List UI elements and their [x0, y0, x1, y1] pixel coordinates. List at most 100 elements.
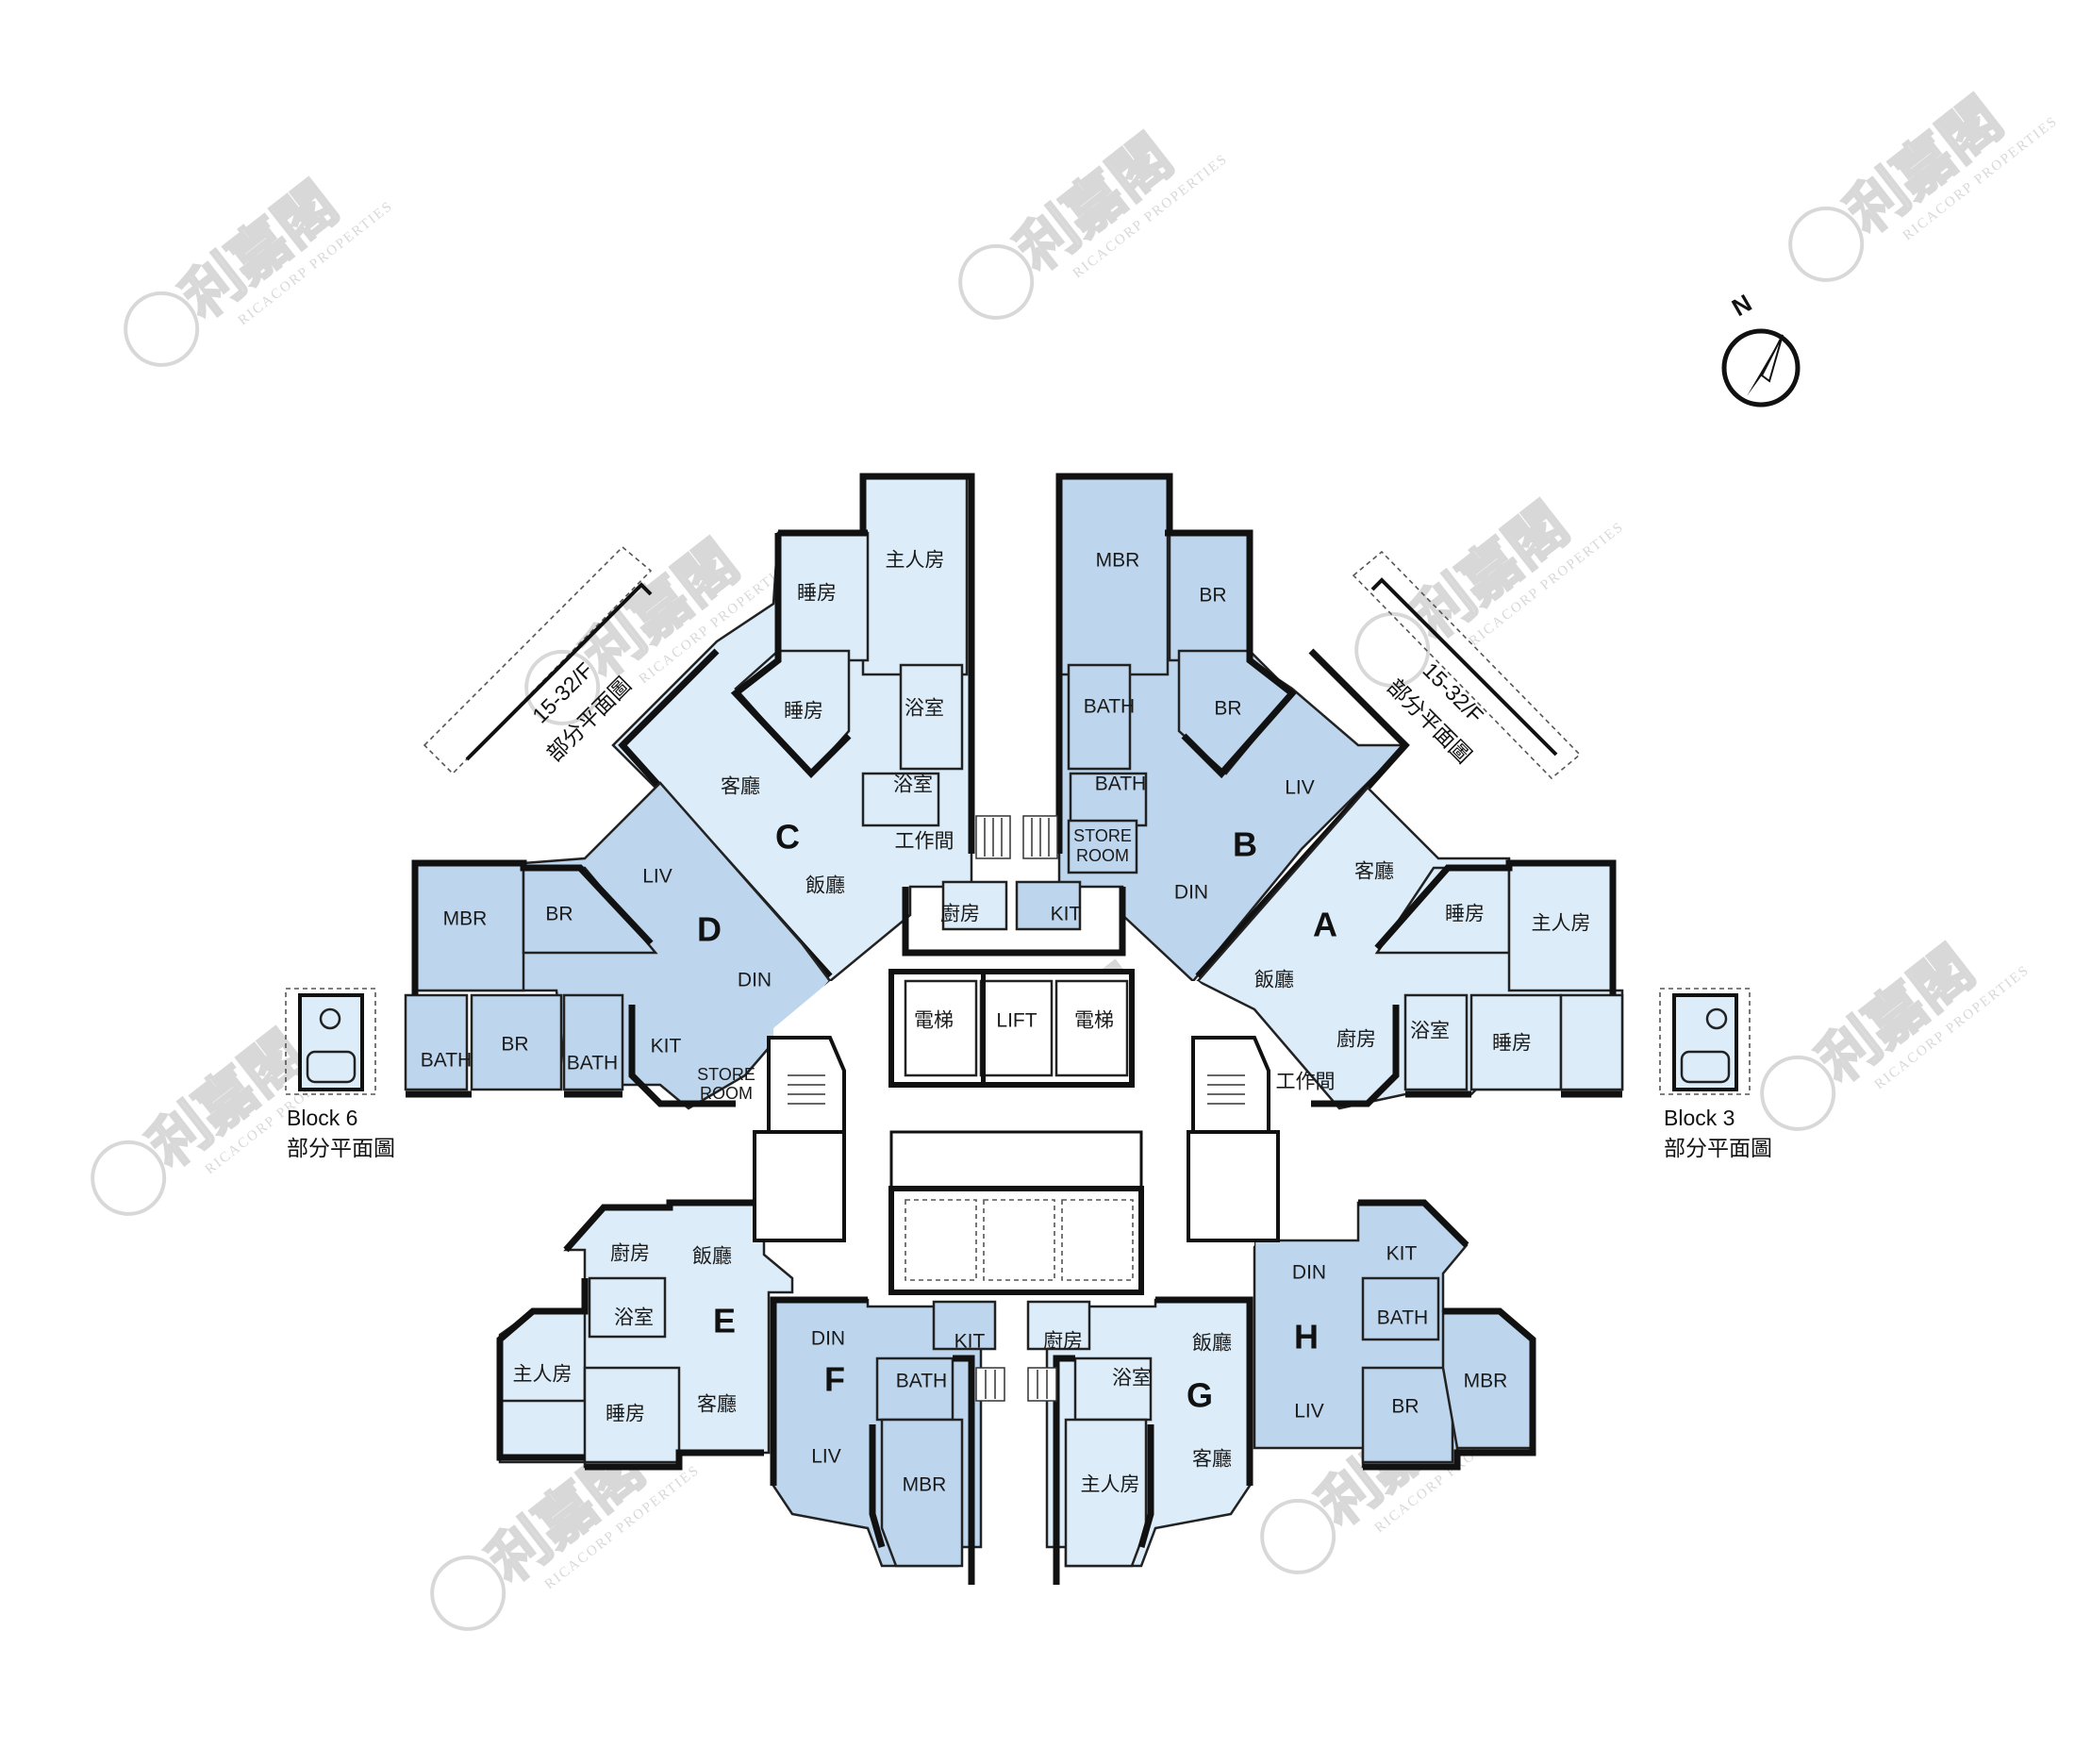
unit-g-bath-room: [1073, 1356, 1153, 1422]
lift-car-left: [904, 979, 978, 1077]
unit-b-kitchen-label: KIT: [1051, 904, 1082, 925]
ricacorp-logo-icon: [91, 1140, 167, 1216]
unit-e-dining-label: 飯廳: [692, 1246, 732, 1268]
unit-d-br2-label: BR: [501, 1034, 528, 1056]
unit-d-din-label: DIN: [738, 970, 772, 991]
unit-f-kitchen-label: KIT: [954, 1331, 986, 1353]
unit-f-bath-label: BATH: [896, 1371, 947, 1392]
wall: [1374, 859, 1617, 995]
unit-d-bath1-room: [404, 993, 469, 1091]
unit-a-br2-label: 睡房: [1492, 1033, 1532, 1055]
unit-f-kitchen: [932, 1300, 997, 1351]
unit-c-bath2-room: [861, 772, 940, 827]
basin-icon: [319, 1007, 341, 1030]
stair-left: [767, 1036, 846, 1134]
unit-f-letter: F: [824, 1360, 845, 1399]
balcony-grille: [975, 815, 1058, 859]
unit-a: 客廳 睡房 主人房 A 飯廳 廚房 浴室 睡房 工作間: [1195, 786, 1624, 1110]
compass-ring: [1721, 328, 1801, 408]
unit-g-mbr-label: 主人房: [1081, 1474, 1140, 1496]
unit-d-store-label: STORE: [697, 1065, 755, 1084]
watermark: 利嘉閣 RICACORP PROPERTIES: [958, 125, 1231, 320]
partial-plan-outline: [423, 545, 653, 775]
unit-c-dining-label: 飯廳: [805, 875, 845, 897]
unit-e-living-label: 客廳: [697, 1394, 737, 1416]
unit-h-din-label: DIN: [1292, 1262, 1326, 1284]
unit-a-work-label: 工作間: [1276, 1072, 1336, 1093]
unit-e: 廚房 飯廳 浴室 E 主人房 睡房 客廳: [496, 1199, 794, 1471]
lift-car-right: [1054, 979, 1129, 1077]
unit-e-bath-label: 浴室: [614, 1307, 654, 1329]
north-compass: N: [1721, 289, 1801, 408]
ricacorp-logo-icon: [1760, 1055, 1836, 1131]
wall: [496, 1278, 589, 1461]
unit-h-mbr-label: MBR: [1464, 1371, 1508, 1392]
unit-b-store-label: STORE: [1073, 826, 1132, 845]
lift-left-label: 電梯: [914, 1010, 954, 1032]
ricacorp-logo-icon: [430, 1555, 506, 1631]
unit-a-br-label: 睡房: [1445, 904, 1485, 925]
bathtub-icon: [1680, 1050, 1731, 1084]
balcony-grille-lower: [975, 1367, 1057, 1402]
unit-d-bath2-room: [562, 993, 624, 1091]
unit-b-store: [1067, 819, 1138, 874]
ricacorp-logo-icon: [124, 291, 200, 367]
lift-shaft-3: [1061, 1199, 1134, 1281]
unit-b-br2-label: BR: [1214, 698, 1241, 720]
partial-plan-outline: [1352, 550, 1582, 780]
unit-f-mbr-label: MBR: [903, 1474, 947, 1496]
lift-shaft-2: [983, 1199, 1055, 1281]
wall: [1165, 529, 1298, 779]
unit-b-bath2-label: BATH: [1095, 774, 1146, 795]
ricacorp-logo-icon: [1354, 611, 1431, 688]
north-arrow-icon: [1747, 335, 1783, 396]
unit-c-mbr-label: 主人房: [886, 550, 945, 572]
block6-caption: 部分平面圖: [287, 1136, 395, 1160]
unit-b: MBR BR BR BATH BATH LIV B STORE ROOM DIN…: [1015, 473, 1410, 983]
wall: [628, 1005, 736, 1107]
unit-d-br2-room: [470, 993, 563, 1091]
wall: [953, 1355, 975, 1585]
unit-g-living-label: 客廳: [1192, 1449, 1232, 1471]
unit-c-bath1-room: [899, 663, 964, 771]
unit-h: DIN KIT BATH H BR MBR LIV: [1253, 1199, 1536, 1471]
unit-a-mbr-room: [1507, 861, 1615, 992]
unit-a-kitchen-label: 廚房: [1336, 1029, 1376, 1051]
lift-right-label: 電梯: [1074, 1010, 1114, 1032]
unit-b-bath1-room: [1067, 663, 1132, 771]
lift-lobby: [888, 969, 1135, 1088]
block6-partial: Block 6 部分平面圖: [285, 988, 395, 1160]
unit-b-bath1-label: BATH: [1084, 696, 1135, 718]
unit-g-mbr-room: [1064, 1418, 1148, 1568]
unit-d-room-label: ROOM: [700, 1084, 753, 1103]
ricacorp-logo-icon: [1788, 206, 1865, 282]
unit-c-kitchen: [941, 880, 1008, 931]
block6-label: Block 6: [287, 1106, 357, 1130]
wall: [1311, 1005, 1400, 1107]
unit-d-br1-label: BR: [545, 904, 573, 925]
watermark: 利嘉閣 RICACORP PROPERTIES: [1760, 936, 2033, 1131]
unit-c-living-label: 客廳: [721, 776, 760, 798]
unit-f-din-label: DIN: [811, 1328, 845, 1350]
north-arrow-icon-half: [1760, 334, 1784, 383]
wall: [730, 533, 852, 779]
unit-d-letter: D: [697, 910, 722, 949]
unit-d-mbr-room: [413, 861, 525, 992]
stair-right: [1191, 1036, 1270, 1134]
block6-bath: [298, 993, 364, 1091]
unit-c-br2-label: 睡房: [784, 701, 823, 723]
wall: [585, 1449, 764, 1471]
wall: [563, 1199, 764, 1253]
unit-e-br-room: [583, 1366, 681, 1464]
unit-c-br1-label: 睡房: [797, 583, 837, 605]
unit-h-letter: H: [1294, 1318, 1319, 1356]
unit-h-bath-room: [1361, 1276, 1440, 1341]
watermark: 利嘉閣 RICACORP PROPERTIES: [1354, 492, 1627, 688]
unit-c-kitchen-label: 廚房: [940, 904, 980, 925]
wall: [902, 887, 1126, 957]
unit-b-room-label: ROOM: [1076, 846, 1129, 865]
unit-d-bath1-label: BATH: [421, 1050, 472, 1072]
unit-g: 廚房 飯廳 浴室 G 客廳 主人房: [1026, 1296, 1253, 1585]
ricacorp-logo-icon: [1260, 1498, 1336, 1574]
